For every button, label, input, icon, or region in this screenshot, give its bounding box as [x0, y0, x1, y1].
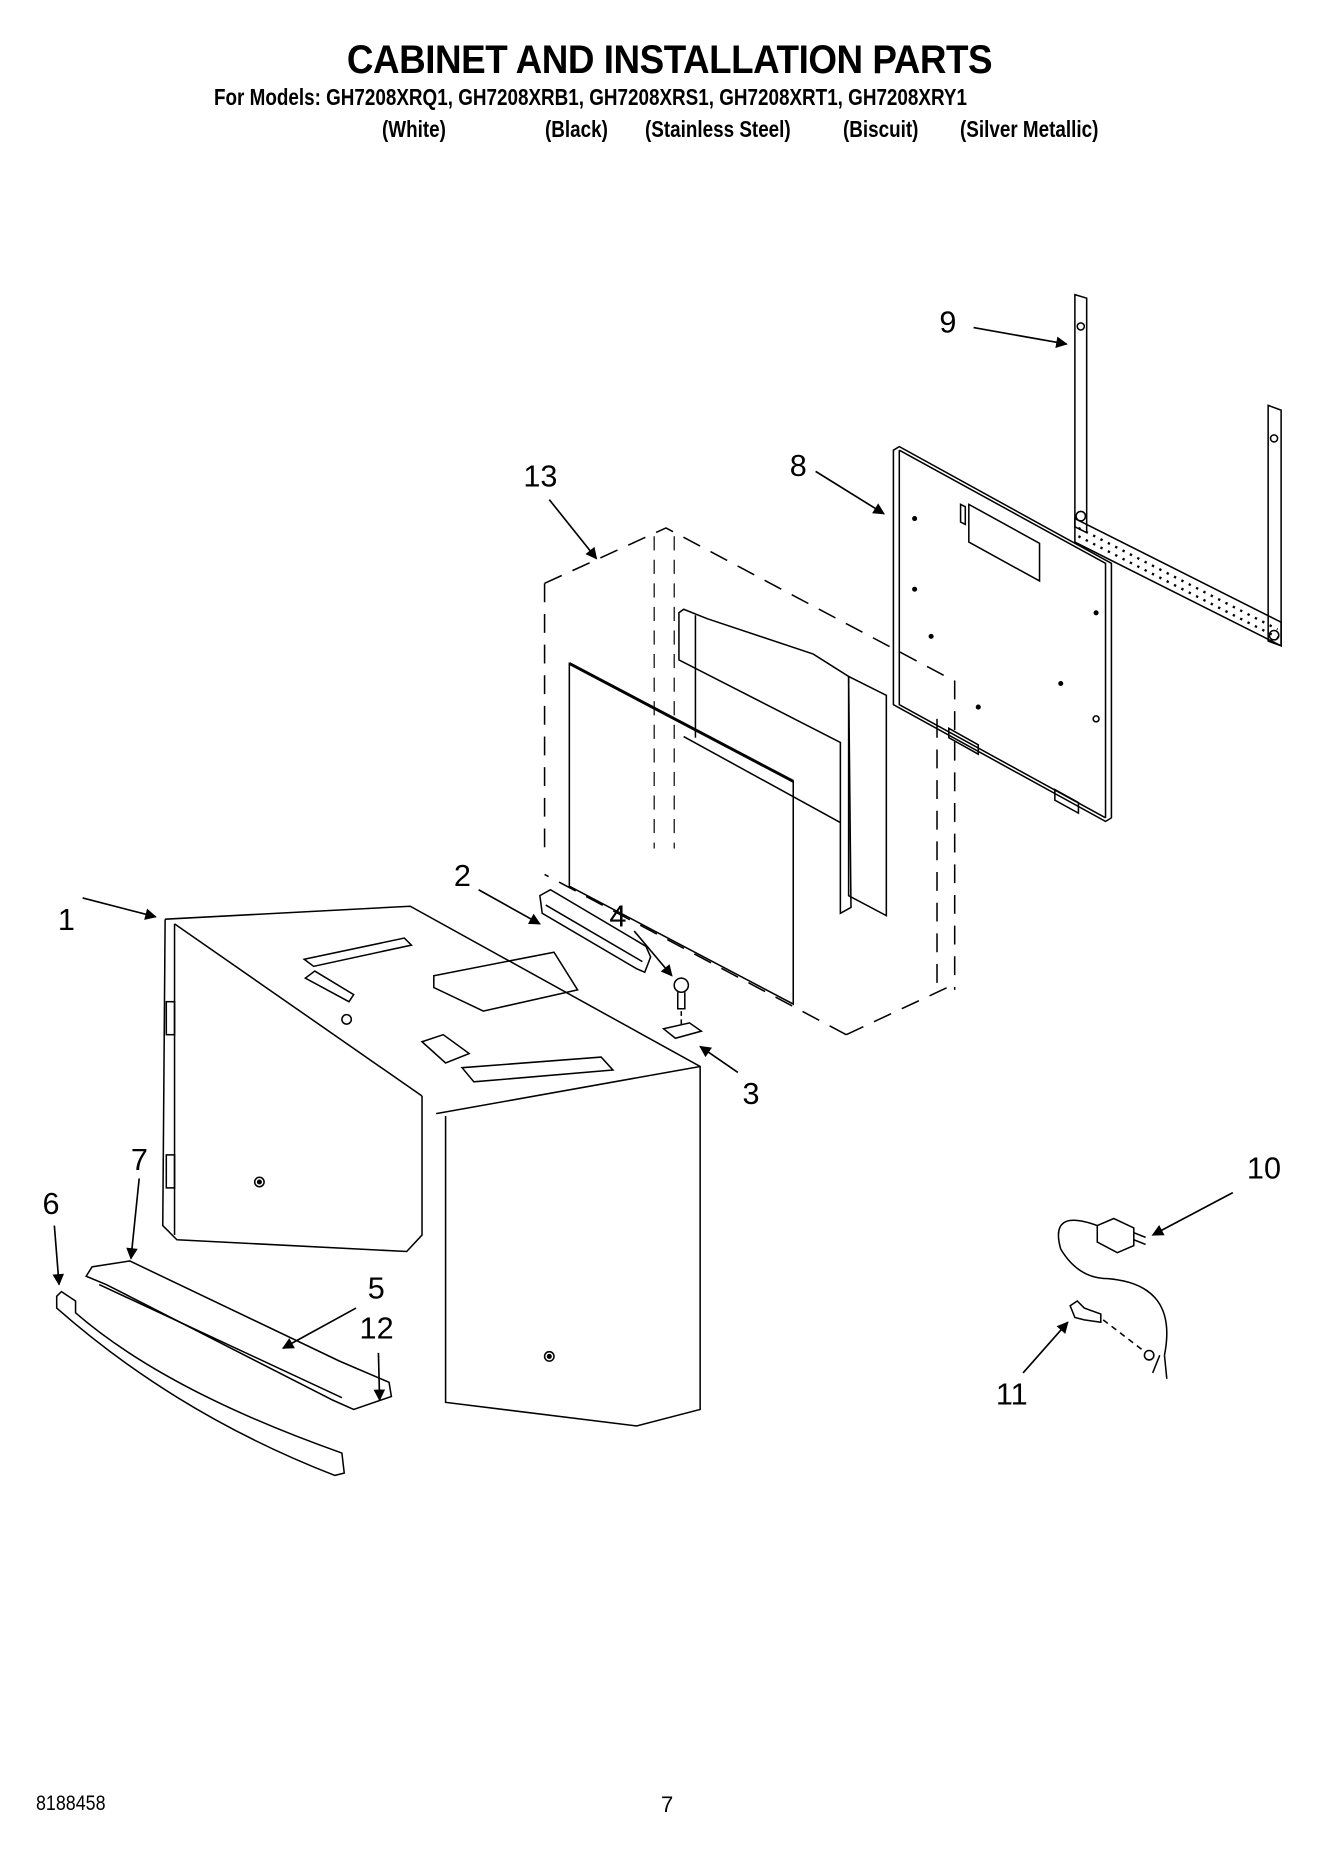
callout-6: 6	[43, 1187, 60, 1221]
clip-part	[661, 1022, 704, 1040]
callout-13: 13	[523, 460, 557, 494]
page-number: 7	[661, 1792, 674, 1817]
callout-12: 12	[360, 1312, 394, 1346]
document-number: 8188458	[36, 1792, 106, 1815]
callout-3: 3	[743, 1077, 760, 1111]
inner-cabinet-assembly-part	[543, 527, 956, 1036]
bracket-part	[539, 888, 652, 974]
back-panel-part	[892, 445, 1113, 823]
vent-grille-part	[85, 1260, 393, 1411]
callout-11: 11	[996, 1378, 1028, 1412]
color-white: (White)	[382, 116, 446, 142]
page-title: CABINET AND INSTALLATION PARTS	[346, 38, 993, 82]
callout-arrows	[52, 326, 1234, 1402]
screw-part	[673, 977, 690, 1028]
color-silver: (Silver Metallic)	[960, 116, 1099, 142]
models-line: For Models: GH7208XRQ1, GH7208XRB1, GH72…	[214, 84, 967, 110]
callout-1: 1	[58, 903, 75, 937]
cabinet-wrapper-part	[161, 905, 701, 1427]
callout-8: 8	[790, 449, 807, 483]
callout-9: 9	[939, 305, 956, 339]
callout-2: 2	[454, 859, 471, 893]
color-black: (Black)	[545, 116, 608, 142]
callout-10: 10	[1247, 1151, 1281, 1185]
front-trim-part	[55, 1290, 346, 1477]
color-biscuit: (Biscuit)	[843, 116, 919, 142]
ground-screw-part	[1069, 1300, 1144, 1352]
mounting-plate-part	[1074, 293, 1282, 648]
power-cord-part	[1057, 1217, 1168, 1379]
callout-4: 4	[609, 899, 626, 933]
callout-5: 5	[368, 1272, 385, 1306]
color-stainless: (Stainless Steel)	[645, 116, 791, 142]
callout-7: 7	[131, 1143, 148, 1177]
